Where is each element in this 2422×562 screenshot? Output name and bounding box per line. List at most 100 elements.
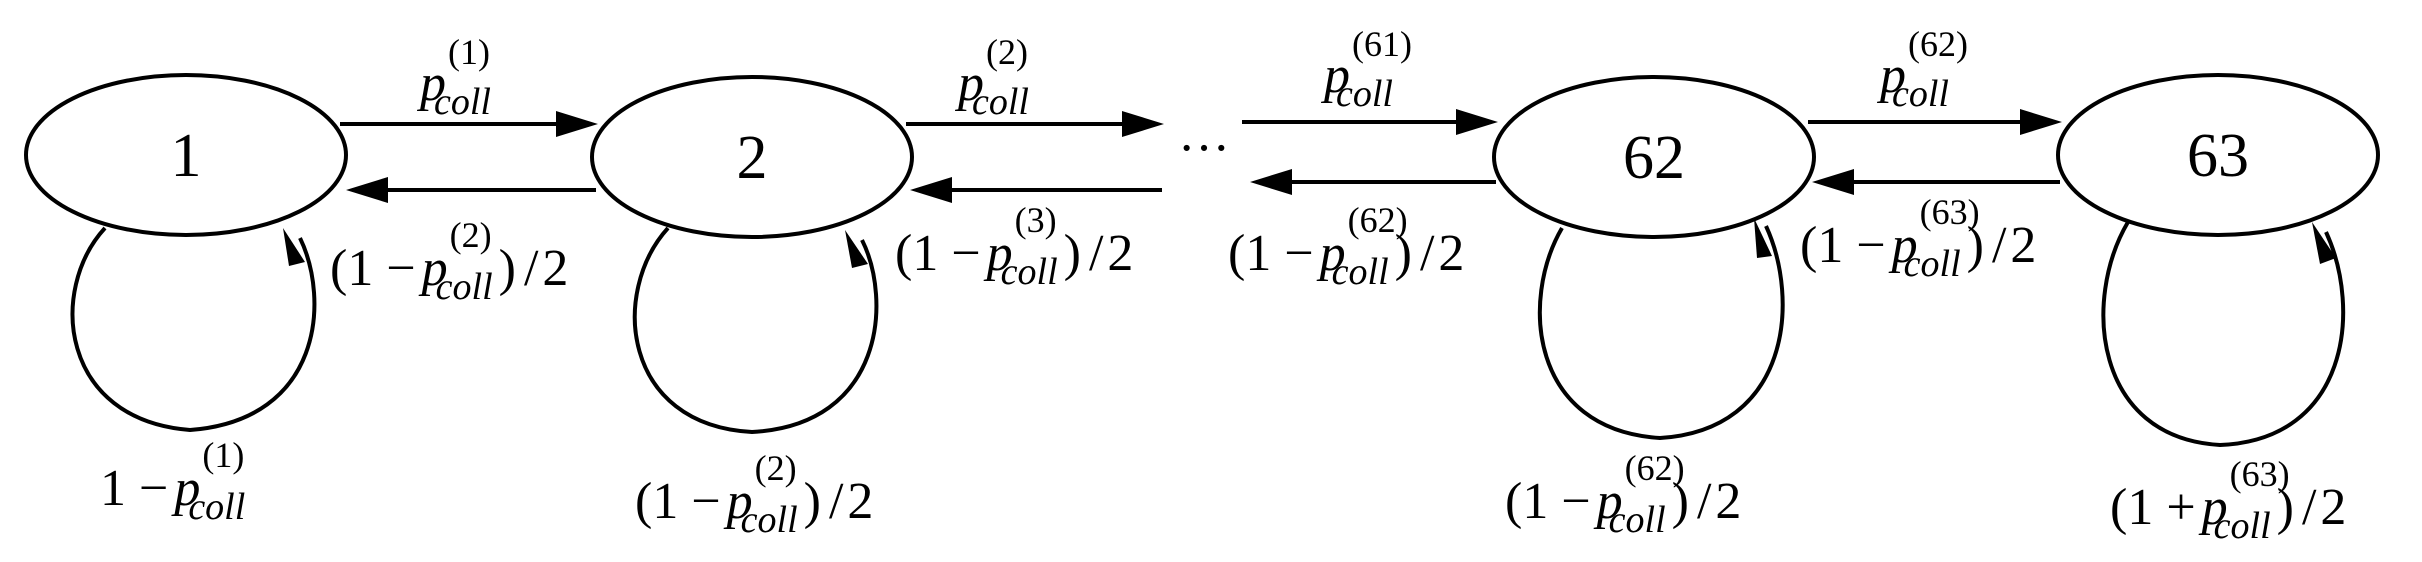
backward-label-2-1: (1 −p(2) coll)/2 bbox=[330, 215, 568, 308]
fw3-sup: (61) bbox=[1352, 24, 1412, 64]
svg-text:1 −p(1)coll: 1 −p(1)coll bbox=[100, 435, 245, 528]
sl2-den: 2 bbox=[847, 473, 873, 530]
sl3-den: 2 bbox=[1715, 473, 1741, 530]
backward-label-63-62: (1 −p(63) coll)/2 bbox=[1800, 192, 2036, 285]
sl4-post: ) bbox=[2277, 479, 2294, 536]
backward-label-62-ellipsis: (1 −p(62)coll)/2 bbox=[1228, 200, 1464, 293]
fw3-sub: coll bbox=[1336, 73, 1393, 115]
sl3-sup: (62) bbox=[1625, 448, 1685, 488]
svg-text:(1 −p(2)coll)/2: (1 −p(2)coll)/2 bbox=[635, 448, 873, 541]
svg-text:(1 −p(63)coll)/2: (1 −p(63) coll)/2 bbox=[1800, 192, 2036, 285]
node-62-label: 62 bbox=[1623, 124, 1685, 192]
self-loop-label-62: (1 −p(62) coll)/2 bbox=[1505, 448, 1741, 541]
bw2-post: ) bbox=[1064, 225, 1081, 282]
node-63-label: 63 bbox=[2187, 122, 2249, 190]
svg-text:p(62)coll: p(62)coll bbox=[1876, 24, 1968, 115]
bw1-p: p bbox=[418, 240, 448, 297]
forward-arrow-ellipsis-62 bbox=[1242, 109, 1498, 135]
fw4-sub: coll bbox=[1892, 73, 1949, 115]
svg-text:(1 −p(2)coll)/2: (1 −p(2) coll)/2 bbox=[330, 215, 568, 308]
svg-text:(1 −p(3)coll)/2: (1 −p(3) coll)/2 bbox=[895, 200, 1133, 293]
bw2-slash: / bbox=[1089, 225, 1104, 282]
sl3-p: p bbox=[1593, 473, 1623, 530]
forward-arrow-62-63 bbox=[1808, 109, 2062, 135]
bw4-pre: (1 − bbox=[1800, 217, 1886, 274]
bw1-slash: / bbox=[524, 240, 539, 297]
fw2-sup: (2) bbox=[986, 32, 1028, 72]
sl3-post: ) bbox=[1672, 473, 1689, 530]
sl4-sub: coll bbox=[2214, 505, 2271, 547]
bw1-pre: (1 − bbox=[330, 240, 416, 297]
svg-text:p(1)coll: p(1) coll bbox=[416, 32, 491, 123]
sl2-pre: (1 − bbox=[635, 473, 721, 530]
forward-label-62-63: p(62)coll bbox=[1876, 24, 1968, 115]
self-loop-63 bbox=[2101, 220, 2346, 448]
sl4-sup: (63) bbox=[2230, 454, 2290, 494]
self-loop-2 bbox=[632, 226, 879, 435]
fw1-p: p bbox=[416, 55, 446, 112]
bw4-p: p bbox=[1888, 217, 1918, 274]
fw4-p: p bbox=[1876, 47, 1906, 104]
bw3-den: 2 bbox=[1438, 225, 1464, 282]
node-62: 62 bbox=[1492, 75, 1816, 239]
fw1-sub: coll bbox=[434, 81, 491, 123]
sl1-p: p bbox=[170, 460, 200, 517]
forward-arrow-1-2 bbox=[340, 111, 598, 137]
svg-text:(1 +p(63)coll)/2: (1 +p(63)coll)/2 bbox=[2110, 454, 2346, 547]
node-63: 63 bbox=[2056, 73, 2380, 237]
backward-arrow-ellipsis-2 bbox=[910, 177, 1162, 203]
node-1-label: 1 bbox=[171, 122, 202, 190]
sl3-slash: / bbox=[1697, 473, 1712, 530]
bw3-post: ) bbox=[1395, 225, 1412, 282]
bw4-post: ) bbox=[1967, 217, 1984, 274]
node-1: 1 bbox=[24, 73, 348, 237]
backward-label-ellipsis-2: (1 −p(3) coll)/2 bbox=[895, 200, 1133, 293]
bw1-sup: (2) bbox=[450, 215, 492, 255]
bw4-sup: (63) bbox=[1920, 192, 1980, 232]
sl3-pre: (1 − bbox=[1505, 473, 1591, 530]
forward-label-2-ellipsis: p(2) coll bbox=[954, 32, 1029, 123]
bw3-sub: coll bbox=[1332, 251, 1389, 293]
sl2-sub: coll bbox=[741, 499, 798, 541]
sl2-p: p bbox=[723, 473, 753, 530]
backward-arrow-62-ellipsis bbox=[1250, 169, 1496, 195]
bw3-p: p bbox=[1316, 225, 1346, 282]
sl4-p: p bbox=[2198, 479, 2228, 536]
forward-arrow-2-ellipsis bbox=[906, 111, 1164, 137]
forward-label-ellipsis-62: p(61)coll bbox=[1320, 24, 1412, 115]
bw1-post: ) bbox=[499, 240, 516, 297]
bw3-sup: (62) bbox=[1348, 200, 1408, 240]
sl2-post: ) bbox=[804, 473, 821, 530]
node-2: 2 bbox=[590, 75, 914, 239]
sl4-slash: / bbox=[2302, 479, 2317, 536]
bw2-den: 2 bbox=[1107, 225, 1133, 282]
bw4-sub: coll bbox=[1904, 243, 1961, 285]
svg-text:(1 −p(62)coll)/2: (1 −p(62) coll)/2 bbox=[1505, 448, 1741, 541]
bw3-slash: / bbox=[1420, 225, 1435, 282]
bw2-sub: coll bbox=[1001, 251, 1058, 293]
bw2-pre: (1 − bbox=[895, 225, 981, 282]
sl4-pre: (1 + bbox=[2110, 479, 2196, 536]
fw1-sup: (1) bbox=[448, 32, 490, 72]
svg-text:p(2)coll: p(2) coll bbox=[954, 32, 1029, 123]
self-loop-label-63: (1 +p(63)coll)/2 bbox=[2110, 454, 2346, 547]
bw4-den: 2 bbox=[2010, 217, 2036, 274]
backward-arrow-2-1 bbox=[346, 177, 596, 203]
self-loop-1 bbox=[70, 226, 317, 433]
fw2-p: p bbox=[954, 55, 984, 112]
bw2-sup: (3) bbox=[1015, 200, 1057, 240]
bw4-slash: / bbox=[1992, 217, 2007, 274]
svg-text:p(61)coll: p(61)coll bbox=[1320, 24, 1412, 115]
forward-label-1-2: p(1) coll bbox=[416, 32, 491, 123]
svg-text:(1 −p(62)coll)/2: (1 −p(62)coll)/2 bbox=[1228, 200, 1464, 293]
self-loop-label-1: 1 −p(1)coll bbox=[100, 435, 245, 528]
bw2-p: p bbox=[983, 225, 1013, 282]
bw1-sub: coll bbox=[436, 266, 493, 308]
fw2-sub: coll bbox=[972, 81, 1029, 123]
sl2-sup: (2) bbox=[755, 448, 797, 488]
sl1-pre: 1 − bbox=[100, 460, 168, 517]
sl3-sub: coll bbox=[1609, 499, 1666, 541]
bw1-den: 2 bbox=[542, 240, 568, 297]
sl1-sub: coll bbox=[188, 486, 245, 528]
